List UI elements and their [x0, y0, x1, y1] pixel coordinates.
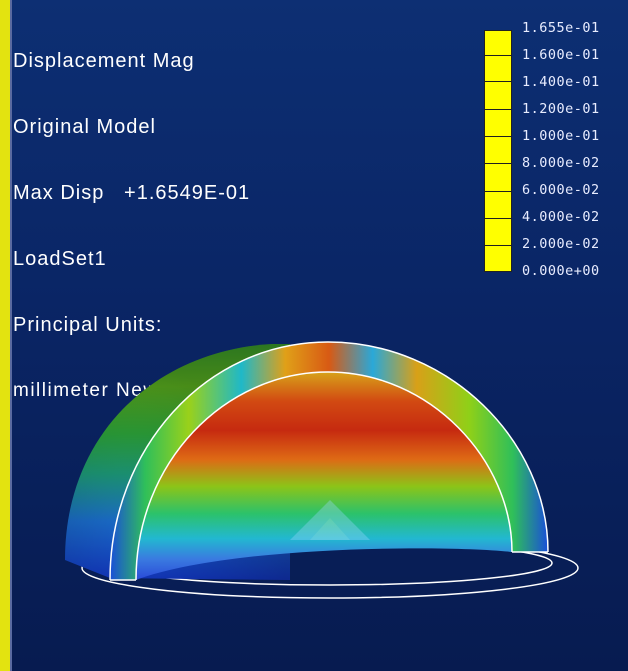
- legend-label: 1.600e-01: [522, 47, 600, 63]
- legend-tick: [485, 245, 511, 246]
- units-heading: Principal Units:: [13, 314, 163, 336]
- legend-label: 2.000e-02: [522, 236, 600, 252]
- dome-rim-band: [110, 342, 548, 580]
- legend-tick: [485, 163, 511, 164]
- dome-inner-surface: [136, 372, 512, 580]
- legend-label: 1.000e-01: [522, 128, 600, 144]
- legend-label: 1.200e-01: [522, 101, 600, 117]
- result-type-label: Displacement Mag: [13, 50, 195, 72]
- load-set-label: LoadSet1: [13, 248, 107, 270]
- legend-tick: [485, 191, 511, 192]
- mesh-highlight: [290, 500, 370, 540]
- legend-tick: [485, 218, 511, 219]
- legend-tick: [485, 81, 511, 82]
- viewport-left-border: [0, 0, 12, 671]
- legend-label: 4.000e-02: [522, 209, 600, 225]
- legend-tick: [485, 136, 511, 137]
- legend-label: 0.000e+00: [522, 263, 600, 279]
- legend-label: 8.000e-02: [522, 155, 600, 171]
- rim-inner-outline: [135, 371, 513, 581]
- legend-tick: [485, 109, 511, 110]
- legend-label: 1.400e-01: [522, 74, 600, 90]
- legend-label: 1.655e-01: [522, 20, 600, 36]
- max-disp-label: Max Disp +1.6549E-01: [13, 182, 251, 204]
- rim-outer-outline: [109, 341, 549, 581]
- legend-color-bar: [484, 30, 512, 272]
- legend-tick: [485, 55, 511, 56]
- legend-label: 6.000e-02: [522, 182, 600, 198]
- model-label: Original Model: [13, 116, 156, 138]
